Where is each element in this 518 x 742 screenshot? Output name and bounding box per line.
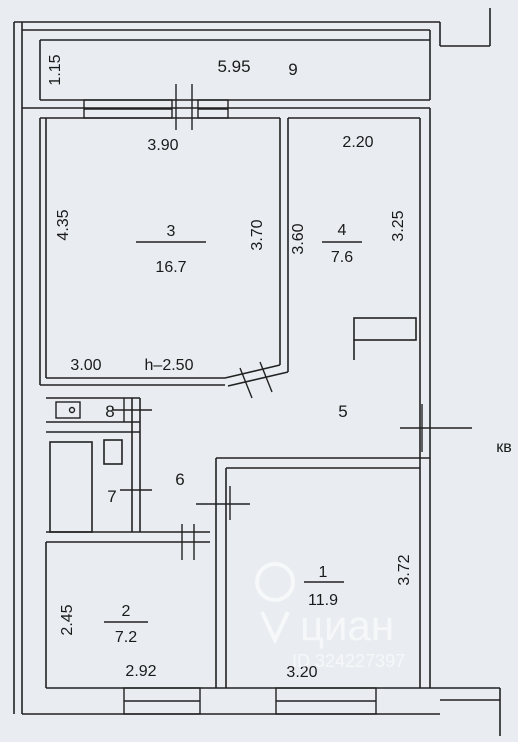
room2-area: 7.2 — [115, 629, 137, 646]
balcony-dim-horizontal: 5.95 — [217, 57, 250, 76]
room2-width: 2.92 — [125, 663, 156, 680]
room3-height: 4.35 — [55, 209, 72, 240]
balcony-number: 9 — [288, 60, 297, 79]
room1-area: 11.9 — [308, 592, 338, 609]
watermark: циан ID 324227397 — [255, 562, 405, 671]
location-pin-icon — [255, 562, 296, 645]
room2-number: 2 — [122, 603, 131, 620]
entrance-label: кв — [496, 439, 512, 456]
hall-number: 5 — [338, 402, 347, 421]
room4-number: 4 — [338, 222, 347, 239]
watermark-id: ID 324227397 — [292, 651, 405, 671]
room3-number: 3 — [167, 223, 176, 240]
room4-height-left: 3.60 — [290, 223, 307, 254]
room3-height-inner: 3.70 — [249, 219, 266, 250]
watermark-brand: циан — [300, 602, 394, 649]
room1-width: 3.20 — [286, 664, 317, 681]
room3-width: 3.90 — [147, 137, 178, 154]
bathroom-number: 7 — [107, 487, 116, 506]
room1-height: 3.72 — [396, 554, 413, 585]
room4-height-right: 3.25 — [390, 210, 407, 241]
windows-doors — [55, 84, 472, 715]
room2-height: 2.45 — [59, 604, 76, 635]
room3-bottom-width: 3.00 — [70, 357, 101, 374]
room1-number: 1 — [319, 564, 328, 581]
corridor-number: 6 — [175, 470, 184, 489]
room3-ceiling-height: h–2.50 — [145, 357, 194, 374]
room4-area: 7.6 — [331, 249, 353, 266]
room4-width: 2.20 — [342, 134, 373, 151]
walls — [13, 8, 501, 736]
toilet-number: 8 — [105, 402, 114, 421]
balcony-dim-vertical: 1.15 — [47, 54, 64, 85]
room3-area: 16.7 — [155, 259, 186, 276]
